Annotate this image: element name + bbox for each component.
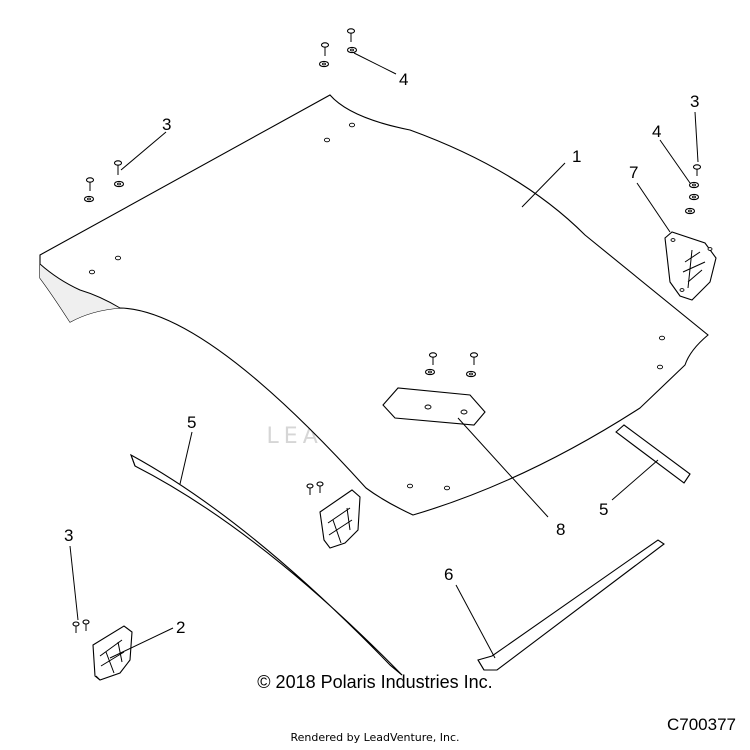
center-plate-part [382, 387, 486, 426]
callout-3-left: 3 [162, 115, 171, 134]
right-seal-strip-part [615, 424, 691, 484]
callout-7: 7 [629, 163, 638, 182]
roof-panel-part [39, 94, 709, 516]
callout-5-left: 5 [187, 413, 196, 432]
callout-labels: 1 2 3 3 3 4 4 5 5 6 7 8 [64, 70, 699, 637]
left-screws [83, 160, 125, 203]
badge-plate-part [664, 231, 717, 301]
figure-code: C700377 [666, 715, 736, 734]
front-seal-strip-part [477, 539, 665, 671]
leader-lines [69, 52, 699, 659]
center-bracket-part [306, 481, 361, 549]
callout-3-bottom: 3 [64, 526, 73, 545]
lower-left-bracket-part [72, 619, 133, 681]
callout-5-right: 5 [599, 500, 608, 519]
copyright-notice: © 2018 Polaris Industries Inc. [257, 672, 493, 692]
left-seal-strip-part [129, 453, 403, 676]
rendered-by-credit: Rendered by LeadVenture, Inc. [290, 731, 460, 744]
top-screws [318, 28, 358, 68]
roof-mounting-holes [88, 122, 666, 491]
callout-1: 1 [572, 147, 581, 166]
center-screws [424, 352, 479, 378]
callout-2: 2 [176, 618, 185, 637]
callout-6: 6 [444, 565, 453, 584]
callout-4-top: 4 [399, 70, 408, 89]
right-screws [684, 164, 702, 215]
callout-4-right: 4 [652, 122, 661, 141]
callout-8: 8 [556, 520, 565, 539]
callout-3-right: 3 [690, 92, 699, 111]
